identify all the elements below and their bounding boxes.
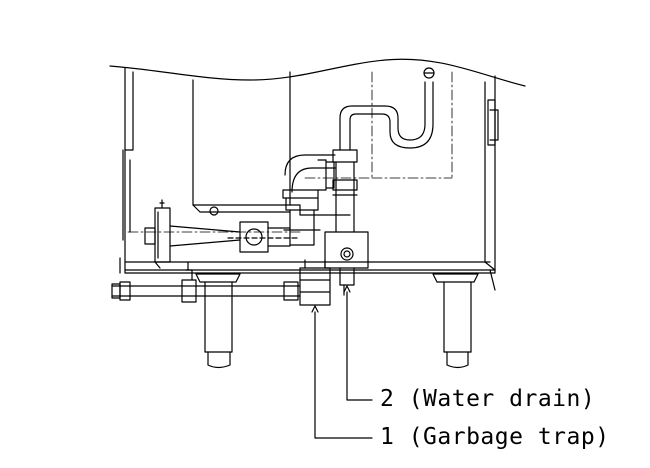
inner-tank xyxy=(192,71,351,216)
centerlines xyxy=(127,71,453,233)
callout-water-drain: 2 (Water drain) xyxy=(380,386,596,412)
cabinet-leg-left xyxy=(195,273,241,369)
cabinet-body xyxy=(119,67,499,274)
supply-pipe xyxy=(111,261,301,303)
leader-line-garbage-trap xyxy=(311,305,373,439)
cabinet-leg-right xyxy=(432,269,496,369)
break-line xyxy=(109,58,526,87)
callout-garbage-trap: 1 (Garbage trap) xyxy=(380,424,610,450)
water-drain-pipe xyxy=(324,67,435,296)
leader-line-water-drain xyxy=(343,285,373,401)
valve-assembly xyxy=(144,199,301,269)
